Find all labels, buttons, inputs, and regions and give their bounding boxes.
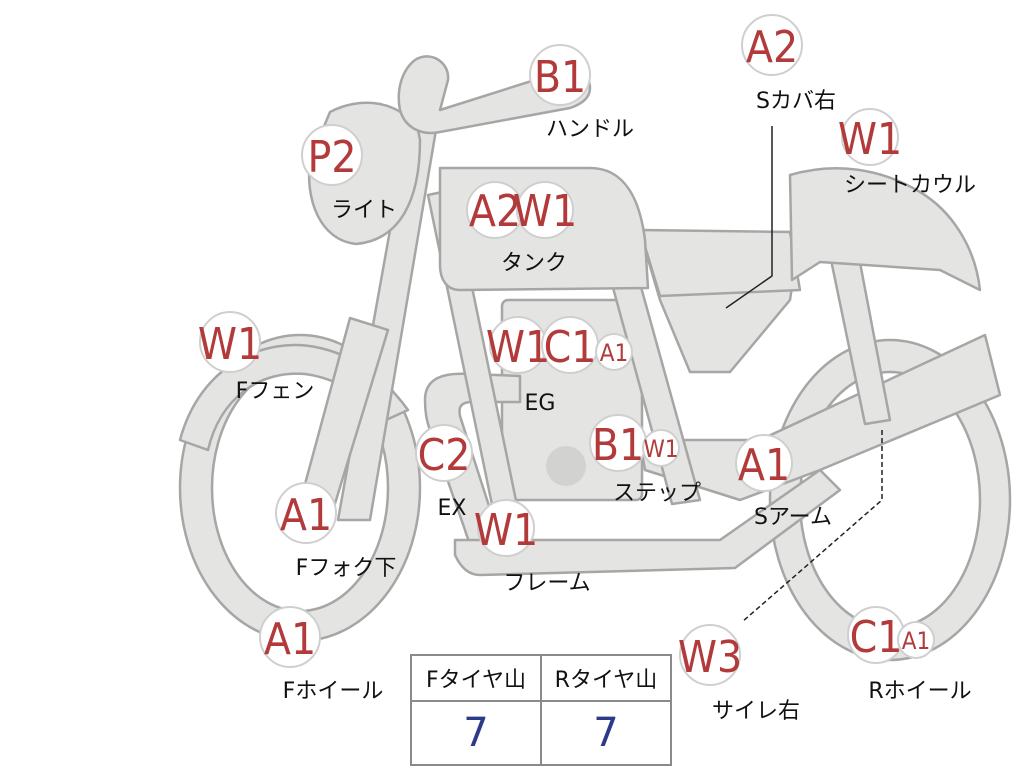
handle-disc bbox=[529, 44, 591, 106]
rear-shock-shape bbox=[828, 250, 892, 426]
rear-wheel-code-1: C1 bbox=[850, 612, 903, 663]
muffler-code: W3 bbox=[678, 632, 742, 683]
exhaust-code: C2 bbox=[418, 430, 471, 481]
seat-cowl-label: シートカウル bbox=[844, 173, 976, 198]
step-code-2: W1 bbox=[643, 435, 678, 463]
seat-cowl-disc bbox=[841, 108, 899, 166]
tank-disc-2 bbox=[516, 181, 574, 239]
side-cover-disc bbox=[741, 14, 803, 76]
front-wheel-code: A1 bbox=[264, 614, 316, 665]
swing-arm-code: A1 bbox=[738, 440, 790, 491]
front-fender-disc bbox=[199, 311, 261, 373]
front-fork-lower-label: Fフォク下 bbox=[296, 556, 397, 581]
handle-label: ハンドル bbox=[546, 117, 634, 142]
front-fender-label: Fフェン bbox=[236, 379, 315, 404]
rear-wheel-shape bbox=[768, 338, 1012, 662]
handlebar-shape bbox=[397, 55, 592, 135]
engine-code-3: A1 bbox=[600, 339, 629, 367]
front-tire-header: Fタイヤ山 bbox=[412, 656, 541, 702]
swing-arm-shape bbox=[638, 333, 1002, 502]
exhaust-shape bbox=[423, 372, 522, 562]
code-discs bbox=[199, 14, 935, 686]
front-tire-value: 7 bbox=[463, 710, 489, 756]
step-disc-2 bbox=[642, 429, 680, 467]
step-label: ステップ bbox=[613, 481, 701, 506]
front-fork-lower-disc bbox=[275, 482, 337, 544]
handle-code: B1 bbox=[534, 52, 586, 103]
engine-label: EG bbox=[525, 391, 556, 416]
swing-arm-label: Sアーム bbox=[754, 505, 832, 530]
exhaust-disc bbox=[415, 424, 473, 482]
rear-wheel-label: Rホイール bbox=[868, 679, 971, 704]
engine-code-1: W1 bbox=[486, 322, 550, 373]
front-wheel-label: Fホイール bbox=[283, 679, 384, 704]
step-code-1: B1 bbox=[592, 420, 644, 471]
part-labels: ハンドル ライト タンク Fフェン EG EX ステップ Fフォク下 フレーム … bbox=[236, 89, 976, 724]
rear-wheel-code-2: A1 bbox=[902, 627, 931, 655]
rear-tire-header: Rタイヤ山 bbox=[540, 656, 670, 702]
engine-cover-shape bbox=[546, 446, 586, 486]
light-label: ライト bbox=[331, 198, 397, 223]
frame-label: フレーム bbox=[503, 571, 590, 596]
side-cover-code: A2 bbox=[746, 22, 798, 73]
engine-code-2: C1 bbox=[544, 322, 597, 373]
light-code: P2 bbox=[307, 132, 356, 183]
condition-codes: B1 P2 A2 W1 W1 W1 C1 A1 C2 B1 W1 A1 W1 A… bbox=[198, 22, 930, 683]
swing-arm-disc bbox=[735, 434, 793, 492]
tank-code-1: A2 bbox=[469, 186, 521, 237]
frame-code: W1 bbox=[474, 505, 538, 556]
seat-shape bbox=[638, 228, 802, 298]
rear-wheel-disc-2 bbox=[897, 621, 935, 659]
muffler-disc bbox=[679, 624, 741, 686]
front-fender-code: W1 bbox=[198, 319, 262, 370]
seat-cowl-code: W1 bbox=[838, 114, 902, 165]
light-disc bbox=[301, 124, 363, 186]
front-wheel-disc bbox=[259, 606, 321, 668]
swing-arm-leader bbox=[741, 430, 883, 623]
rear-tire-value: 7 bbox=[540, 701, 670, 764]
engine-disc-3 bbox=[595, 333, 633, 371]
exhaust-label: EX bbox=[438, 496, 467, 521]
muffler-label: サイレ右 bbox=[712, 699, 800, 724]
seat-cowl-shape bbox=[788, 167, 982, 292]
side-cover-leader bbox=[725, 126, 773, 309]
tire-tread-table: Fタイヤ山 Rタイヤ山 7 7 bbox=[410, 654, 672, 766]
tank-code-2: W1 bbox=[513, 186, 577, 237]
side-cover-label: Sカバ右 bbox=[756, 89, 836, 114]
leader-lines bbox=[725, 126, 883, 623]
front-fork-lower-code: A1 bbox=[280, 490, 332, 541]
frame-disc bbox=[477, 499, 535, 557]
tank-label: タンク bbox=[501, 251, 567, 276]
frame-lower-shape bbox=[453, 468, 842, 577]
